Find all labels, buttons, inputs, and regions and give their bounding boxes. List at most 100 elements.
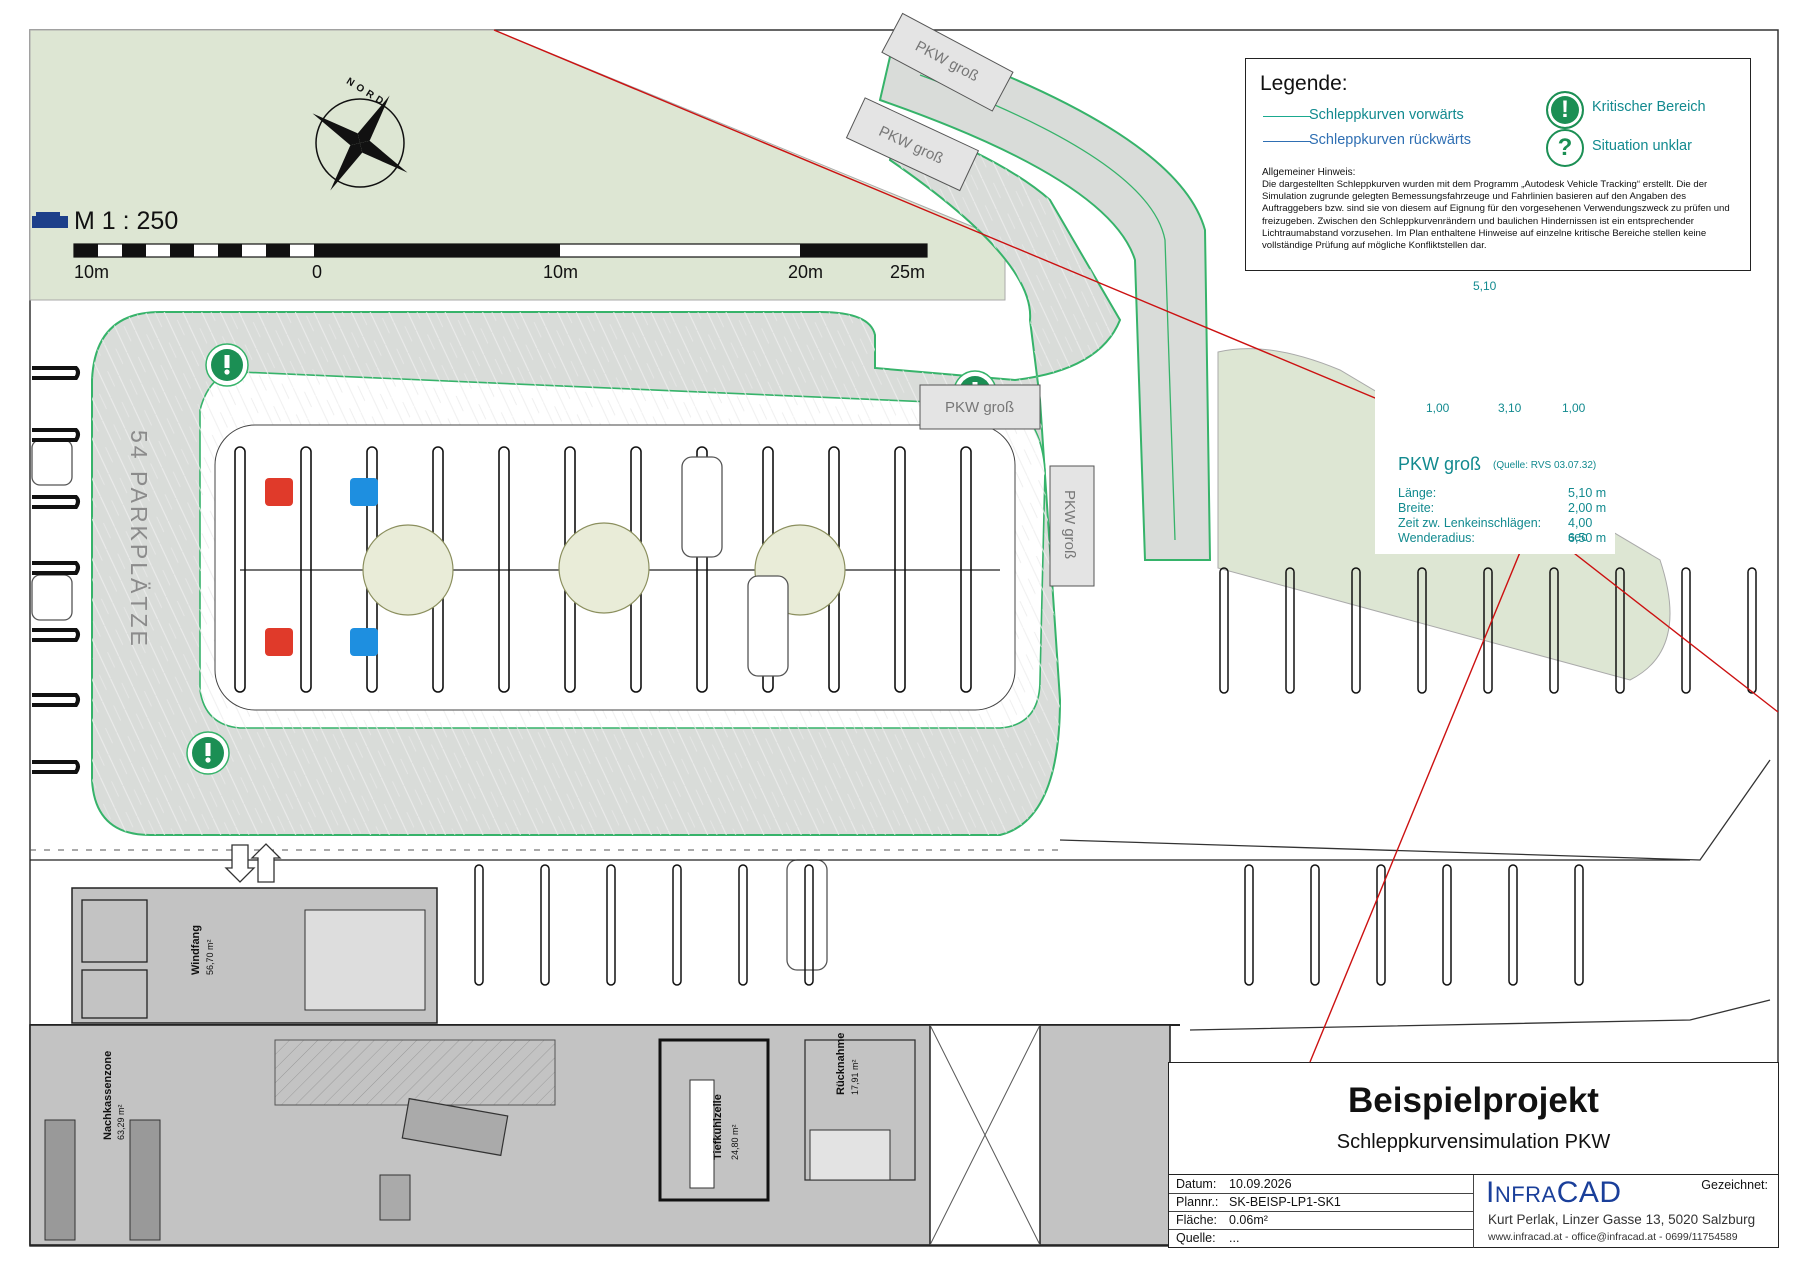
tb-row-source: Quelle: ... — [1169, 1229, 1473, 1247]
vehicle-template — [1049, 465, 1095, 587]
hatched-floor — [274, 1039, 556, 1106]
stall-divider — [540, 864, 550, 986]
parked-car — [31, 574, 73, 621]
family-parking-icon — [265, 628, 293, 656]
legend-forward-label: Schleppkurven vorwärts — [1309, 107, 1464, 123]
parked-car — [786, 859, 828, 971]
left-stall-stubs — [32, 366, 80, 774]
vehicle-template — [845, 97, 980, 192]
tb-value: SK-BEISP-LP1-SK1 — [1229, 1195, 1341, 1209]
stall-divider — [1219, 567, 1229, 694]
legend-critical-label: Kritischer Bereich — [1592, 99, 1706, 115]
tb-key: Fläche: — [1176, 1213, 1217, 1227]
arrow-down-icon — [224, 844, 256, 883]
scale-label: M 1 : 250 — [74, 207, 179, 235]
legend-title: Legende: — [1260, 72, 1348, 95]
scale-bar-segment — [314, 244, 560, 257]
logo-i: I — [1486, 1176, 1495, 1209]
spec-label: Breite: — [1398, 501, 1435, 515]
spec-value: 5,10 m — [1568, 486, 1607, 500]
guide-line — [1309, 527, 1531, 1063]
track-ramp-north — [878, 33, 1212, 561]
stall-divider — [1483, 567, 1493, 694]
tree — [362, 524, 454, 616]
building — [29, 887, 1171, 1246]
room-area: 24,80 m² — [730, 1124, 740, 1160]
stall-divider — [960, 446, 972, 693]
stall-divider — [1549, 567, 1559, 694]
vehicle-template — [881, 12, 1014, 112]
parking-count-label: 54 PARKPLÄTZE — [126, 430, 152, 649]
logo-cad: CAD — [1556, 1176, 1622, 1209]
stall-divider — [1747, 567, 1757, 694]
critical-area-icon — [186, 731, 230, 775]
scale-tick-label: 0 — [312, 262, 323, 282]
stall-divider — [606, 864, 616, 986]
room-label: Nachkassenzone — [102, 1050, 114, 1140]
checkout — [129, 1119, 161, 1241]
stall-divider — [1244, 864, 1254, 986]
title-block: Beispielprojekt Schleppkurvensimulation … — [1168, 1062, 1779, 1248]
arrow-up-icon — [250, 843, 282, 883]
dim-front: 1,00 — [1426, 401, 1450, 415]
spec-label: Wenderadius: — [1398, 531, 1475, 545]
wheelchair-icon — [350, 628, 378, 656]
tree — [558, 522, 650, 614]
spec-value: 4,00 sec — [1568, 516, 1593, 544]
room-label: Tiefkühlzelle — [712, 1094, 724, 1160]
vehicle-tag: PKW groß — [945, 399, 1014, 416]
scale-bar-segment — [800, 244, 927, 257]
legend-unclear-label: Situation unklar — [1592, 138, 1692, 154]
scale-tick-label: 20m — [788, 262, 824, 282]
room-label: Windfang — [190, 925, 202, 975]
glass-door — [81, 969, 148, 1019]
stall-divider — [696, 446, 708, 693]
stall-divider — [738, 864, 748, 986]
tb-row-plannr: Plannr.: SK-BEISP-LP1-SK1 — [1169, 1193, 1473, 1212]
machine-box — [809, 1129, 891, 1181]
tiefkuehl-shelf — [689, 1079, 715, 1189]
rack — [379, 1174, 411, 1221]
stall-divider — [300, 446, 312, 693]
parking-stalls-south — [474, 864, 1584, 986]
scale-tick-label: 10m — [543, 262, 579, 282]
spec-label: Länge: — [1398, 486, 1437, 500]
spec-label: Zeit zw. Lenkeinschlägen: — [1398, 516, 1542, 530]
entrance-arrows — [224, 843, 282, 883]
family-parking-icon — [265, 478, 293, 506]
scale-tick-label: 25m — [890, 262, 926, 282]
logo-infra: NFRA — [1494, 1182, 1557, 1207]
north-arrow-icon — [312, 95, 408, 191]
room-area: 63,29 m² — [116, 1104, 126, 1140]
east-road-edge — [1059, 759, 1771, 1031]
project-subtitle: Schleppkurvensimulation PKW — [1336, 1131, 1611, 1153]
hint-text: Die dargestellten Schleppkurven wurden m… — [1262, 179, 1730, 252]
stall-divider — [1681, 567, 1691, 694]
company-contact: www.infracad.at - office@infracad.at - 0… — [1488, 1231, 1738, 1243]
legend-line-reverse — [1263, 141, 1311, 142]
legend-box: Legende: Schleppkurven vorwärts Schleppk… — [1245, 58, 1751, 271]
tb-row-area: Fläche: 0.06m² — [1169, 1211, 1473, 1230]
scale-bar-segment — [122, 244, 146, 257]
special-stall-icons — [265, 478, 378, 656]
parking-stalls-east — [1219, 567, 1757, 694]
scale-tick-label: 10m — [74, 262, 110, 282]
company-address: Kurt Perlak, Linzer Gasse 13, 5020 Salzb… — [1488, 1212, 1756, 1227]
room-label: Rücknahme — [835, 1032, 847, 1095]
scale-bar-segment — [170, 244, 194, 257]
room-area: 17,91 m² — [850, 1059, 860, 1095]
parked-car — [747, 575, 789, 677]
glass-door — [81, 899, 148, 963]
stall-divider — [672, 864, 682, 986]
drawn-by-label: Gezeichnet: — [1701, 1178, 1768, 1192]
tb-value: 0.06m² — [1229, 1213, 1268, 1227]
stall-divider — [234, 446, 246, 693]
vehicle-panel: 5,10 1,00 3,10 1,00 PKW groß (Quelle: RV… — [1375, 279, 1615, 554]
tb-divider — [1473, 1175, 1474, 1248]
vehicle-source: (Quelle: RVS 03.07.32) — [1493, 460, 1597, 471]
room-area: 56,70 m² — [205, 939, 215, 975]
vehicle-templates — [845, 12, 1095, 587]
tb-key: Plannr.: — [1176, 1195, 1219, 1209]
